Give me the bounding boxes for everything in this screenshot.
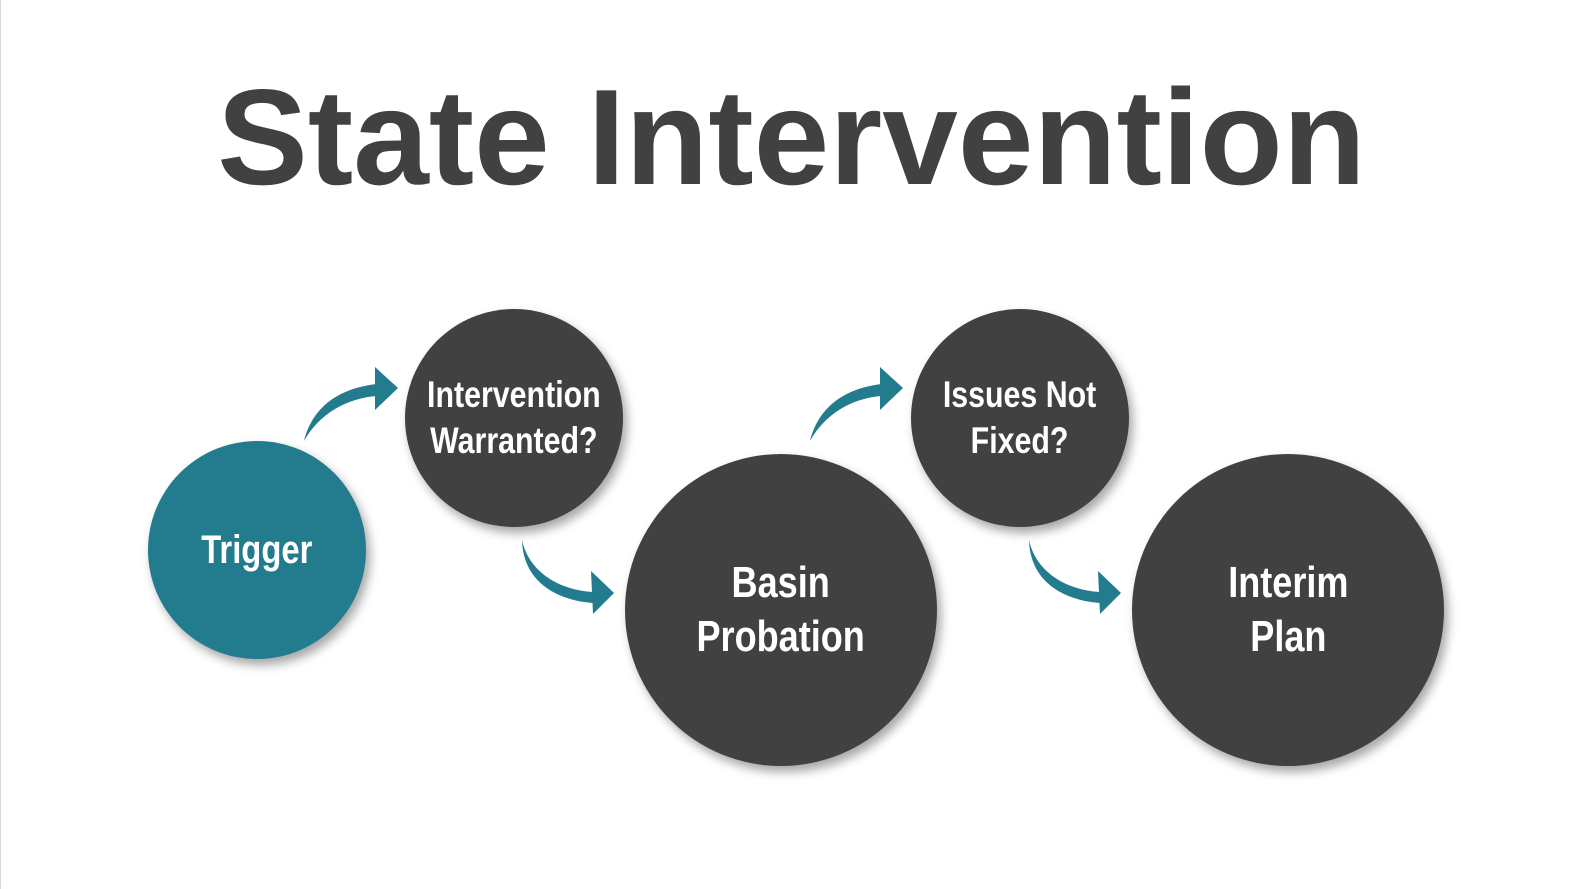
node-basin-probation: Basin Probation	[625, 454, 937, 766]
node-interim-plan: Interim Plan	[1132, 454, 1444, 766]
node-issues-not-fixed-label: Issues Not Fixed?	[943, 374, 1097, 461]
curved-arrow-up-right-icon	[304, 367, 398, 441]
node-trigger-label: Trigger	[201, 528, 313, 572]
node-interim-plan-label: Interim Plan	[1227, 558, 1349, 661]
slide-title: State Intervention	[217, 61, 1366, 213]
node-intervention-warranted: Intervention Warranted?	[405, 309, 623, 527]
curved-arrow-down-right-icon	[522, 540, 614, 614]
node-intervention-warranted-label: Intervention Warranted?	[427, 374, 601, 461]
node-trigger: Trigger	[148, 441, 366, 659]
curved-arrow-up-right-icon	[810, 367, 903, 441]
node-basin-probation-label: Basin Probation	[696, 558, 866, 661]
curved-arrow-down-right-icon	[1029, 540, 1121, 614]
node-issues-not-fixed: Issues Not Fixed?	[911, 309, 1129, 527]
